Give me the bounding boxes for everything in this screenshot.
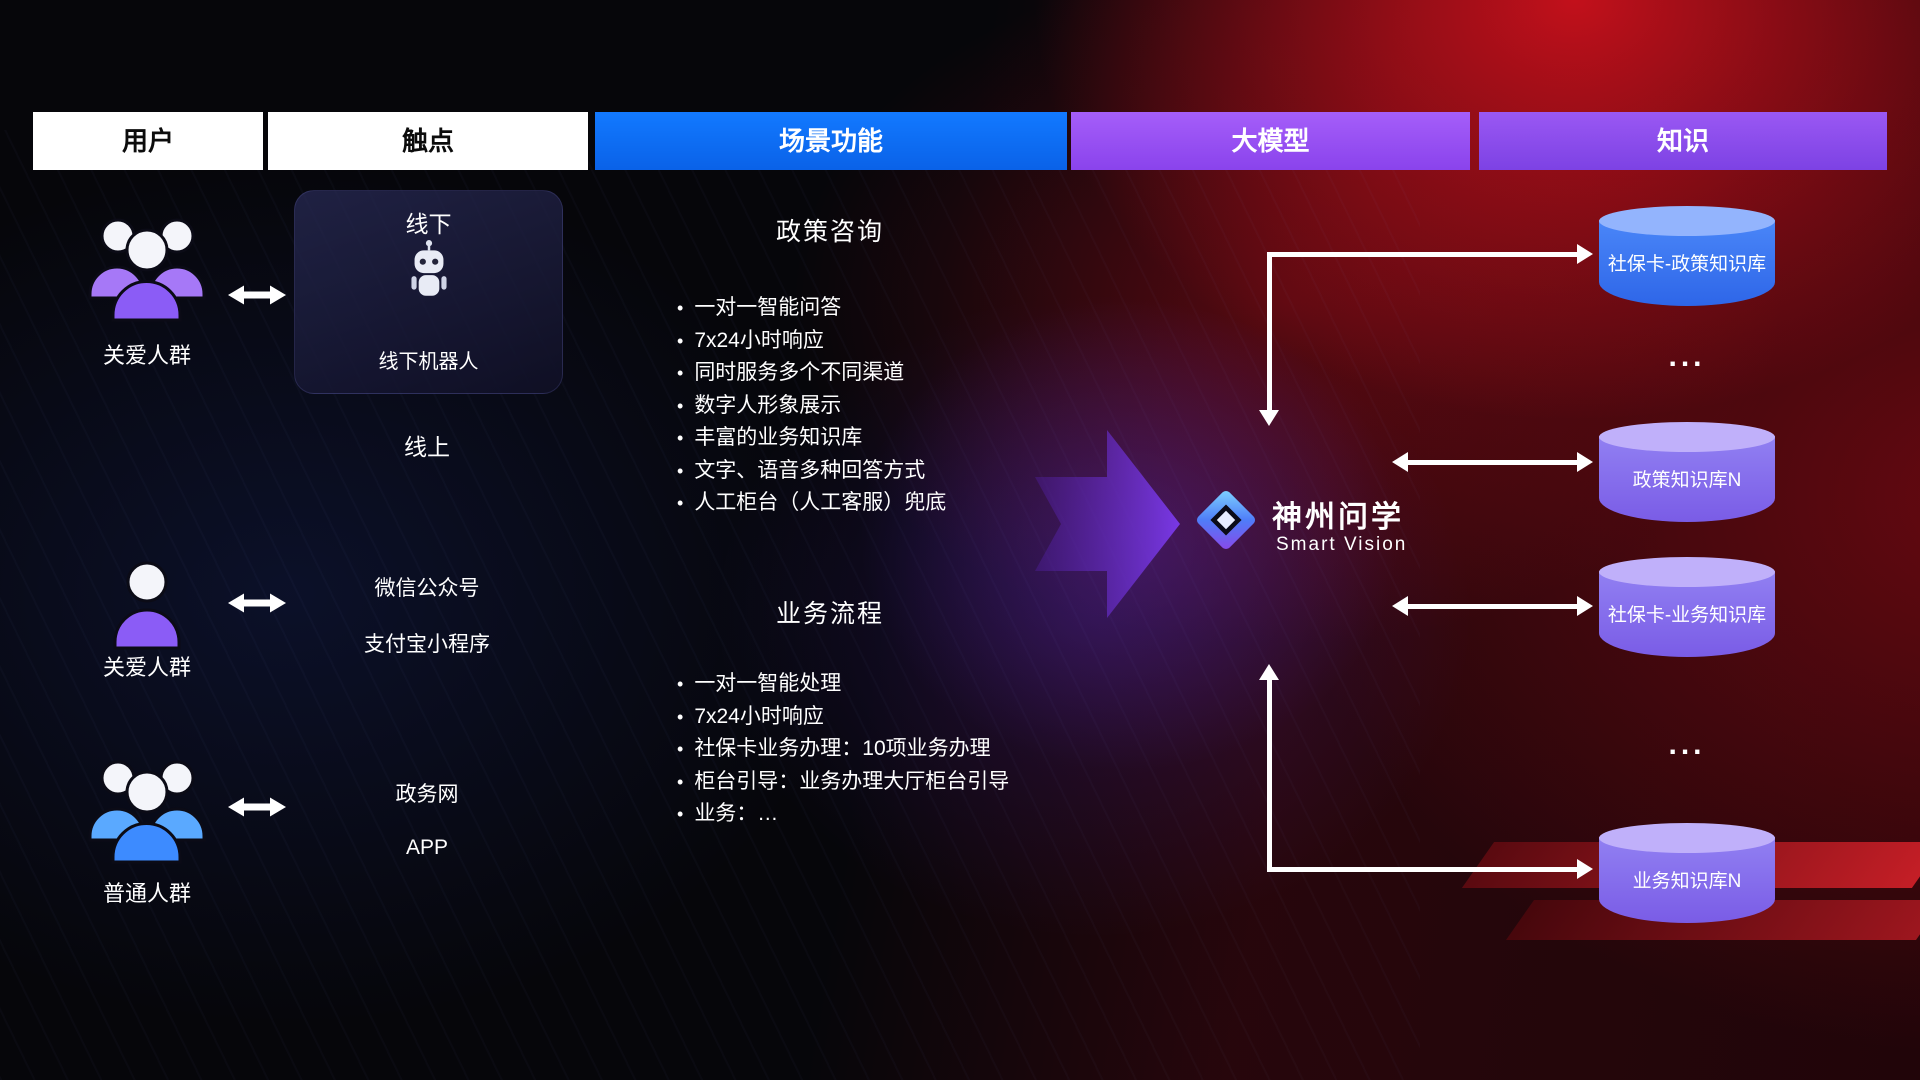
group-people-purple-icon [82, 208, 212, 331]
connector-line [1267, 252, 1577, 257]
single-person-purple-icon [105, 556, 189, 657]
ellipsis: ... [1668, 728, 1706, 761]
connector-line [1267, 867, 1577, 872]
column-header-model: 大模型 [1071, 112, 1470, 170]
double-arrow-icon [228, 796, 286, 823]
feature-item: 人工柜台（人工客服）兜底 [677, 487, 946, 520]
double-arrow-icon [228, 284, 286, 311]
double-arrow-icon [228, 592, 286, 619]
channel-gov-web: 政务网 [395, 783, 459, 806]
arrowhead-right [1577, 859, 1593, 879]
business-feature-list: 一对一智能处理 7x24小时响应 社保卡业务办理：10项业务办理 柜台引导：业务… [677, 668, 1009, 831]
feature-item: 业务：… [677, 798, 1009, 831]
cylinder-top [1599, 557, 1775, 587]
offline-robot-label: 线下机器人 [378, 351, 479, 373]
feature-item: 丰富的业务知识库 [677, 422, 946, 455]
feature-item: 柜台引导：业务办理大厅柜台引导 [677, 766, 1009, 799]
feature-item: 一对一智能问答 [677, 292, 946, 325]
channel-alipay: 支付宝小程序 [364, 633, 490, 656]
channel-app: APP [405, 836, 449, 859]
cylinder-top [1599, 206, 1775, 236]
feature-item: 一对一智能处理 [677, 668, 1009, 701]
arrowhead-right [1577, 244, 1593, 264]
scenario-title-business: 业务流程 [775, 600, 885, 628]
database-label: 业务知识库N [1632, 870, 1742, 892]
online-title: 线上 [404, 434, 450, 460]
user-group-label: 关爱人群 [102, 343, 192, 368]
feature-item: 同时服务多个不同渠道 [677, 357, 946, 390]
arrowhead-right [1577, 452, 1593, 472]
policy-feature-list: 一对一智能问答 7x24小时响应 同时服务多个不同渠道 数字人形象展示 丰富的业… [677, 292, 946, 520]
arrowhead-left [1392, 452, 1408, 472]
column-header-scenario: 场景功能 [595, 112, 1067, 170]
connector-line [1406, 460, 1578, 465]
column-header-touchpoint: 触点 [268, 112, 588, 170]
arrowhead-up [1259, 664, 1279, 680]
feature-item: 7x24小时响应 [677, 325, 946, 358]
model-subtitle: Smart Vision [1276, 534, 1408, 555]
user-group-label: 普通人群 [102, 881, 192, 906]
connector-line [1267, 252, 1272, 410]
group-people-blue-icon [82, 750, 212, 873]
connector-line [1406, 604, 1578, 609]
arrowhead-down [1259, 410, 1279, 426]
flow-arrow-icon [1035, 430, 1180, 623]
offline-touchpoint-card: 线下 线下机器人 [294, 190, 563, 394]
database-cylinder-business-ss-card: 社保卡-业务知识库 [1599, 557, 1775, 657]
database-label: 政策知识库N [1632, 469, 1742, 491]
ellipsis: ... [1668, 340, 1706, 373]
smart-vision-logo-icon [1190, 484, 1262, 561]
robot-icon [406, 239, 452, 308]
user-group-label: 关爱人群 [102, 655, 192, 680]
database-cylinder-business-n: 业务知识库N [1599, 823, 1775, 923]
cylinder-top [1599, 823, 1775, 853]
offline-title: 线下 [405, 211, 452, 237]
scenario-title-policy: 政策咨询 [775, 218, 885, 246]
database-cylinder-policy-ss-card: 社保卡-政策知识库 [1599, 206, 1775, 306]
feature-item: 数字人形象展示 [677, 390, 946, 423]
arrowhead-right [1577, 596, 1593, 616]
column-header-user: 用户 [33, 112, 263, 170]
database-cylinder-policy-n: 政策知识库N [1599, 422, 1775, 522]
feature-item: 社保卡业务办理：10项业务办理 [677, 733, 1009, 766]
column-header-knowledge: 知识 [1479, 112, 1887, 170]
cylinder-top [1599, 422, 1775, 452]
database-label: 社保卡-政策知识库 [1607, 253, 1767, 275]
connector-line [1267, 680, 1272, 872]
feature-item: 7x24小时响应 [677, 701, 1009, 734]
model-name: 神州问学 [1272, 501, 1404, 534]
database-label: 社保卡-业务知识库 [1607, 604, 1767, 626]
channel-wechat: 微信公众号 [374, 577, 480, 600]
arrowhead-left [1392, 596, 1408, 616]
feature-item: 文字、语音多种回答方式 [677, 455, 946, 488]
